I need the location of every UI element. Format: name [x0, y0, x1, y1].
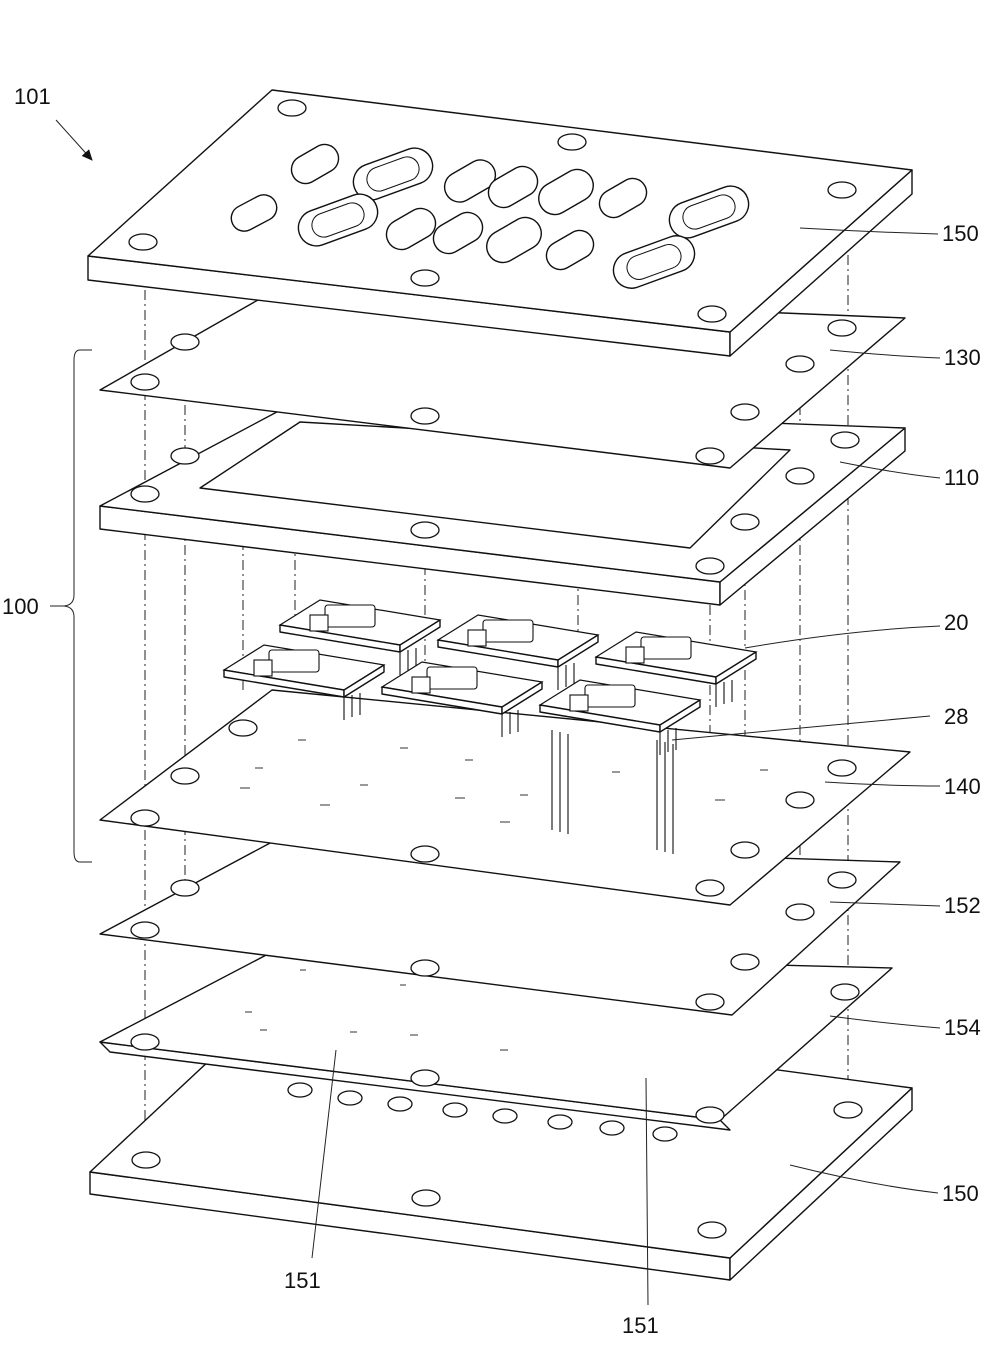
module-boards: [222, 599, 758, 755]
label-130: 130: [944, 345, 981, 370]
top-plate-slots: [230, 143, 750, 289]
label-154: 154: [944, 1015, 981, 1040]
layer-140-marks: [240, 739, 768, 823]
module-board: [380, 661, 544, 737]
bottom-plate-holes: [131, 1101, 863, 1239]
layer-154-holes: [130, 983, 860, 1124]
label-20: 20: [944, 610, 968, 635]
module-board: [436, 614, 600, 690]
layer-130-holes: [130, 319, 857, 465]
module-board: [222, 644, 386, 720]
label-150-top: 150: [942, 221, 979, 246]
label-101: 101: [14, 84, 51, 109]
layer-140-pins-below: [551, 730, 674, 854]
label-151-right: 151: [622, 1313, 659, 1338]
label-110: 110: [944, 465, 979, 490]
label-151-left: 151: [284, 1268, 321, 1293]
label-28: 28: [944, 704, 968, 729]
layer-140-holes: [130, 719, 857, 897]
layer-140: [99, 689, 911, 906]
module-board: [538, 679, 702, 755]
top-plate-holes: [128, 99, 857, 323]
layer-154-bumps: [287, 1082, 678, 1142]
stack-bracket: [63, 349, 92, 863]
top-plate: [87, 89, 913, 357]
assembly-arrow: [55, 119, 93, 161]
layer-154-marks: [245, 969, 508, 1051]
label-150-bottom: 150: [942, 1181, 979, 1206]
leader-lines: [311, 227, 941, 1306]
layer-152-holes: [130, 871, 857, 1011]
label-152: 152: [944, 893, 981, 918]
layer-110-holes: [130, 431, 860, 575]
module-board: [278, 599, 442, 675]
label-140: 140: [944, 774, 981, 799]
label-100: 100: [2, 594, 39, 619]
module-board: [594, 631, 758, 707]
